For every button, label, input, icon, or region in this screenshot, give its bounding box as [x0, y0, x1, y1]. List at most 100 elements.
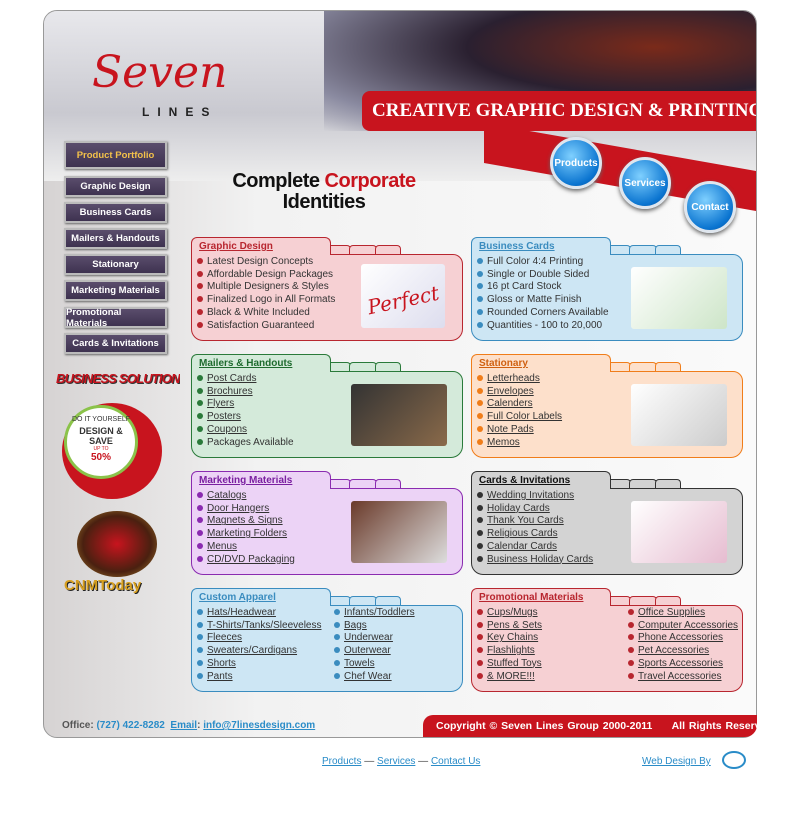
list-item[interactable]: Phone Accessories: [628, 632, 738, 645]
list-item[interactable]: Underwear: [334, 632, 415, 645]
list-item[interactable]: Calendar Cards: [477, 541, 593, 554]
list-item[interactable]: Holiday Cards: [477, 503, 593, 516]
list-item[interactable]: Note Pads: [477, 424, 562, 437]
list-item[interactable]: Coupons: [197, 424, 294, 437]
phone-number: (727) 422-8282: [96, 720, 165, 731]
list-item[interactable]: Key Chains: [477, 632, 542, 645]
web-design-link[interactable]: Web Design By: [642, 756, 711, 767]
list-item[interactable]: Cups/Mugs: [477, 607, 542, 620]
email-label-link[interactable]: Email: [170, 720, 198, 731]
nav-stationary[interactable]: Stationary: [64, 254, 167, 275]
list-item[interactable]: Fleeces: [197, 632, 322, 645]
services-circle-button[interactable]: Services: [619, 157, 671, 209]
separator: —: [415, 756, 431, 767]
list-item[interactable]: Posters: [197, 411, 294, 424]
panel-title-link[interactable]: Cards & Invitations: [471, 471, 611, 489]
bottom-nav: Products — Services — Contact Us: [322, 756, 480, 767]
list-item[interactable]: Magnets & Signs: [197, 515, 295, 528]
panel-image: Perfect: [361, 264, 445, 328]
list-item[interactable]: Menus: [197, 541, 295, 554]
list-item[interactable]: Travel Accessories: [628, 671, 738, 684]
list-item[interactable]: Sweaters/Cardigans: [197, 645, 322, 658]
list-item: Satisfaction Guaranteed: [197, 320, 335, 333]
bottom-link-services[interactable]: Services: [377, 756, 416, 767]
list-item[interactable]: Pet Accessories: [628, 645, 738, 658]
list-item[interactable]: Bags: [334, 620, 415, 633]
list-item[interactable]: Letterheads: [477, 373, 562, 386]
list-item[interactable]: Post Cards: [197, 373, 294, 386]
contact-circle-button[interactable]: Contact: [684, 181, 736, 233]
headline-text: Identities: [282, 191, 366, 213]
list-item[interactable]: Hats/Headwear: [197, 607, 322, 620]
list-item[interactable]: Envelopes: [477, 386, 562, 399]
email-link[interactable]: info@7linesdesign.com: [203, 720, 316, 731]
panel-image: [631, 267, 727, 329]
list-item[interactable]: Infants/Toddlers: [334, 607, 415, 620]
list-item[interactable]: Wedding Invitations: [477, 490, 593, 503]
bottom-link-products[interactable]: Products: [322, 756, 362, 767]
products-circle-button[interactable]: Products: [550, 137, 602, 189]
list-item: Affordable Design Packages: [197, 269, 335, 282]
nav-marketing-materials[interactable]: Marketing Materials: [64, 280, 167, 301]
list-item[interactable]: CD/DVD Packaging: [197, 554, 295, 567]
list-item[interactable]: & MORE!!!: [477, 671, 542, 684]
nav-business-cards[interactable]: Business Cards: [64, 202, 167, 223]
list-item[interactable]: Brochures: [197, 386, 294, 399]
list-item[interactable]: Religious Cards: [477, 528, 593, 541]
list-item[interactable]: Catalogs: [197, 490, 295, 503]
panel-title-link[interactable]: Marketing Materials: [191, 471, 331, 489]
panel-title-link[interactable]: Promotional Materials: [471, 588, 611, 606]
web-designer-logo-icon[interactable]: [722, 751, 746, 769]
panel-title-link[interactable]: Mailers & Handouts: [191, 354, 331, 372]
nav-mailers-handouts[interactable]: Mailers & Handouts: [64, 228, 167, 249]
list-item[interactable]: Marketing Folders: [197, 528, 295, 541]
list-item[interactable]: Outerwear: [334, 645, 415, 658]
list-item[interactable]: Shorts: [197, 658, 322, 671]
list-item[interactable]: Stuffed Toys: [477, 658, 542, 671]
headline-text: Corporate: [324, 170, 417, 192]
list-item: Multiple Designers & Styles: [197, 281, 335, 294]
list-item[interactable]: T-Shirts/Tanks/Sleeveless: [197, 620, 322, 633]
list-item[interactable]: Pens & Sets: [477, 620, 542, 633]
logo-subtext: LINES: [142, 105, 218, 119]
panel-title-link[interactable]: Custom Apparel: [191, 588, 331, 606]
list-item: Single or Double Sided: [477, 269, 609, 282]
banner-text: CREATIVE GRAPHIC DESIGN & PRINTING: [372, 100, 757, 121]
design-save-badge: DO IT YOURSELF DESIGN & SAVE UP TO 50%: [64, 405, 138, 479]
nav-cards-invitations[interactable]: Cards & Invitations: [64, 333, 167, 354]
list-item[interactable]: Computer Accessories: [628, 620, 738, 633]
list-item[interactable]: Chef Wear: [334, 671, 415, 684]
list-item[interactable]: Calenders: [477, 398, 562, 411]
panel-title-link[interactable]: Business Cards: [471, 237, 611, 255]
list-item[interactable]: Office Supplies: [628, 607, 738, 620]
list-item[interactable]: Full Color Labels: [477, 411, 562, 424]
banner: CREATIVE GRAPHIC DESIGN & PRINTING: [362, 91, 757, 131]
list-item[interactable]: Flyers: [197, 398, 294, 411]
list-item[interactable]: Pants: [197, 671, 322, 684]
list-item[interactable]: Memos: [477, 437, 562, 450]
list-item[interactable]: Sports Accessories: [628, 658, 738, 671]
bottom-link-contact[interactable]: Contact Us: [430, 756, 481, 767]
list-item[interactable]: Door Hangers: [197, 503, 295, 516]
list-item[interactable]: Business Holiday Cards: [477, 554, 593, 567]
design-save-ad[interactable]: DO IT YOURSELF DESIGN & SAVE UP TO 50%: [62, 403, 162, 499]
list-item[interactable]: Thank You Cards: [477, 515, 593, 528]
nav-graphic-design[interactable]: Graphic Design: [64, 176, 167, 197]
panel-title-link[interactable]: Graphic Design: [191, 237, 331, 255]
panel-image: [351, 384, 447, 446]
list-item: Full Color 4:4 Printing: [477, 256, 609, 269]
promo-text: DESIGN & SAVE: [79, 426, 123, 446]
list-item[interactable]: Towels: [334, 658, 415, 671]
cnm-emblem: [77, 511, 157, 577]
panel-title-link[interactable]: Stationary: [471, 354, 611, 372]
nav-promotional-materials[interactable]: Promotional Materials: [64, 307, 167, 329]
nav-product-portfolio[interactable]: Product Portfolio: [64, 141, 167, 169]
cnm-today-ad[interactable]: CNMToday: [64, 577, 142, 594]
business-solution-ad[interactable]: BUSINESS SOLUTION: [56, 371, 180, 386]
list-item[interactable]: Flashlights: [477, 645, 542, 658]
